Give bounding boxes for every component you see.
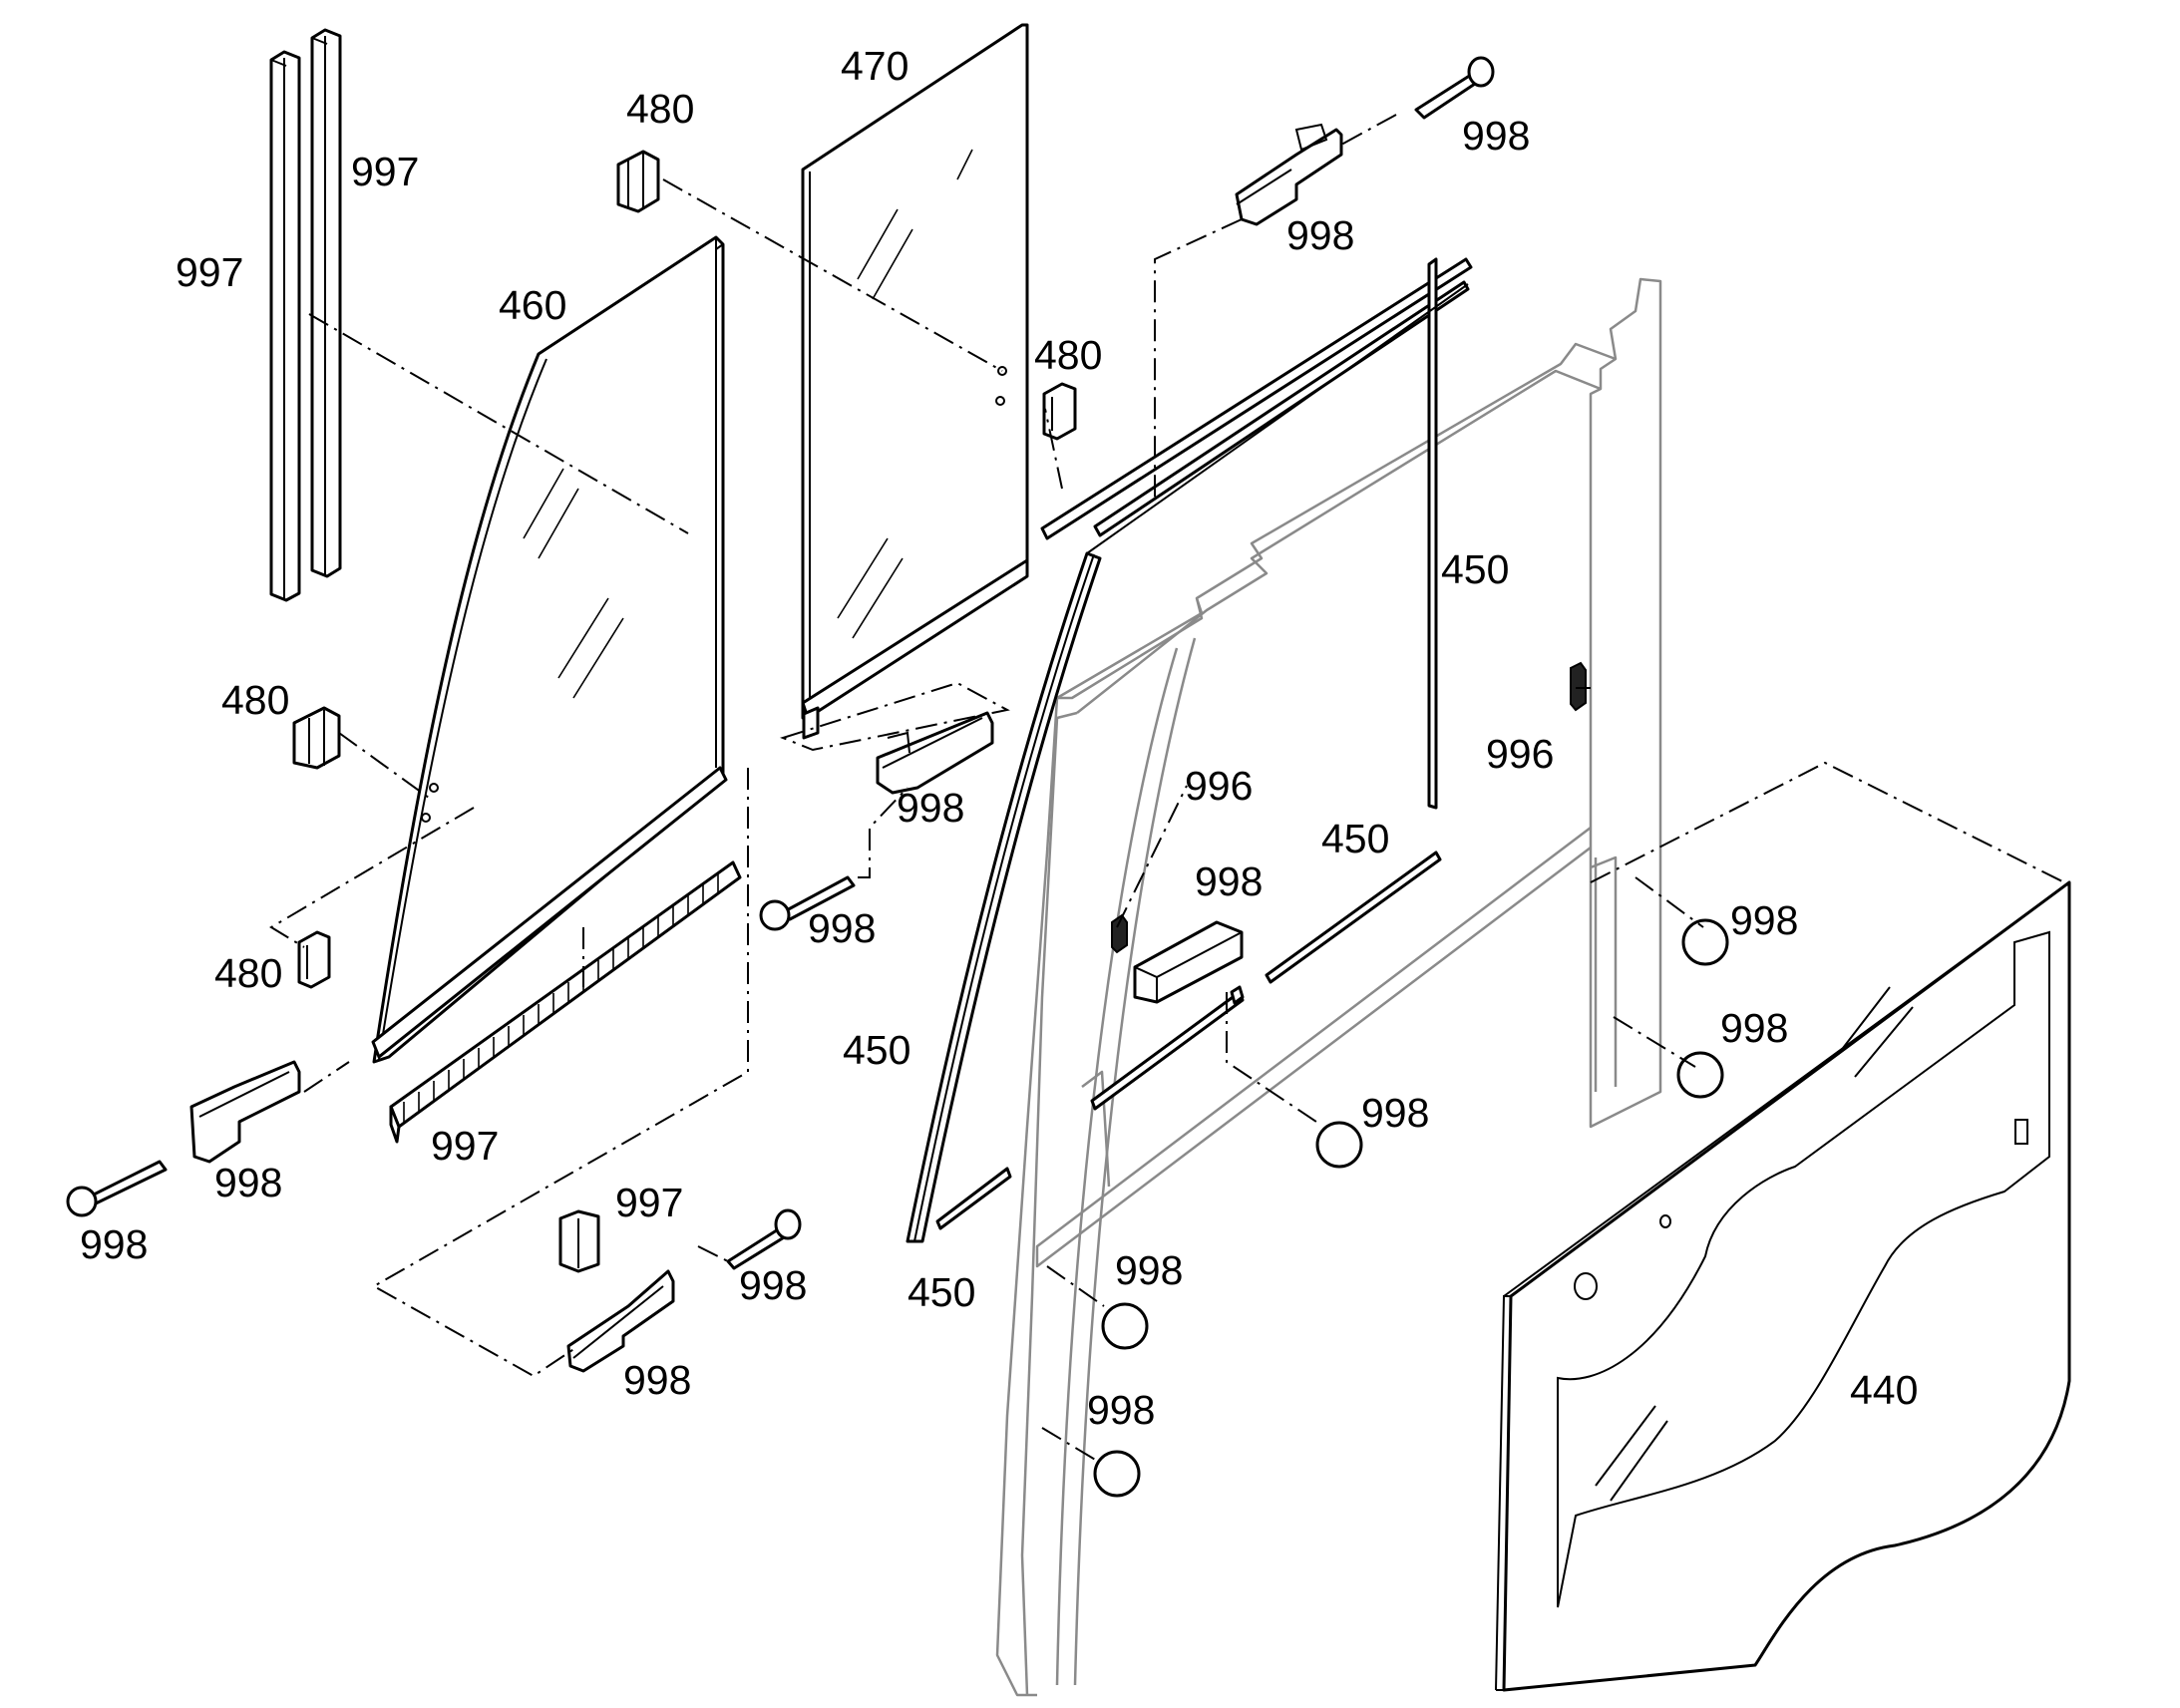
screw-998-mid xyxy=(759,875,856,931)
callout-998-mid-screw: 998 xyxy=(808,905,876,951)
callout-998-block: 998 xyxy=(1195,858,1263,904)
pad-480-mid xyxy=(1042,382,1077,441)
callout-998-top-clip: 998 xyxy=(1286,212,1354,258)
glass-panel-460 xyxy=(371,235,728,1064)
seal-450-arc xyxy=(906,283,1469,1243)
callout-998-top-screw: 998 xyxy=(1462,113,1530,159)
seal-450-lower xyxy=(935,985,1245,1230)
block-997 xyxy=(558,1209,600,1273)
callout-998-cap-1: 998 xyxy=(1730,897,1798,943)
callout-998-bottom-screw: 998 xyxy=(739,1262,807,1308)
callout-997-block: 997 xyxy=(615,1180,683,1225)
screw-998-left xyxy=(66,1160,168,1217)
clip-998-mid xyxy=(876,711,994,795)
cab-frame xyxy=(995,277,1662,1697)
pad-480-left xyxy=(297,930,331,989)
cap-998-set xyxy=(1093,918,1729,1498)
callout-480-top: 480 xyxy=(626,86,694,132)
callout-450-right: 450 xyxy=(1441,546,1509,592)
leader-lines xyxy=(269,114,2065,1462)
hinge-480-left xyxy=(292,706,341,770)
callout-998-left-screw: 998 xyxy=(80,1221,148,1267)
glass-panel-470 xyxy=(801,23,1029,740)
callout-998-mid-clip: 998 xyxy=(897,785,964,831)
callout-997-brush: 997 xyxy=(431,1123,499,1169)
callout-480-left-b: 480 xyxy=(214,950,282,996)
screw-998-top xyxy=(1414,56,1495,120)
callout-997-top-left: 997 xyxy=(176,249,243,295)
callout-998-cap-5: 998 xyxy=(1087,1387,1155,1433)
callout-450-arc: 450 xyxy=(843,1027,910,1073)
strip-997-pair xyxy=(269,28,342,602)
callout-450-bottom: 450 xyxy=(908,1269,975,1315)
callout-480-left-a: 480 xyxy=(221,677,289,723)
callout-998-bottom-clip: 998 xyxy=(623,1357,691,1403)
callout-998-left-clip: 998 xyxy=(214,1160,282,1205)
callout-440: 440 xyxy=(1850,1367,1918,1413)
pad-996-right xyxy=(1570,661,1587,712)
callout-998-cap-4: 998 xyxy=(1115,1247,1183,1293)
callout-460: 460 xyxy=(499,282,566,328)
callout-480-mid: 480 xyxy=(1034,332,1102,378)
clip-998-left xyxy=(189,1060,301,1164)
callout-997-top-right: 997 xyxy=(351,149,419,194)
callout-470: 470 xyxy=(841,43,908,89)
block-998 xyxy=(1133,920,1244,1004)
screw-998-bottom xyxy=(726,1208,802,1270)
callout-996-right: 996 xyxy=(1486,731,1554,777)
callout-996-center: 996 xyxy=(1185,763,1253,809)
seal-450-top xyxy=(1040,257,1473,810)
callout-998-cap-2: 998 xyxy=(1720,1005,1788,1051)
seal-450-mid xyxy=(1265,851,1442,984)
clip-998-bottom xyxy=(566,1269,675,1373)
door-glass-440 xyxy=(1495,880,2071,1692)
hinge-480-top xyxy=(616,150,660,213)
clip-998-top xyxy=(1235,123,1343,226)
callout-labels: 997 997 460 470 480 480 480 480 998 998 … xyxy=(80,43,1918,1433)
callout-450-mid: 450 xyxy=(1321,816,1389,861)
callout-998-cap-3: 998 xyxy=(1361,1090,1429,1136)
